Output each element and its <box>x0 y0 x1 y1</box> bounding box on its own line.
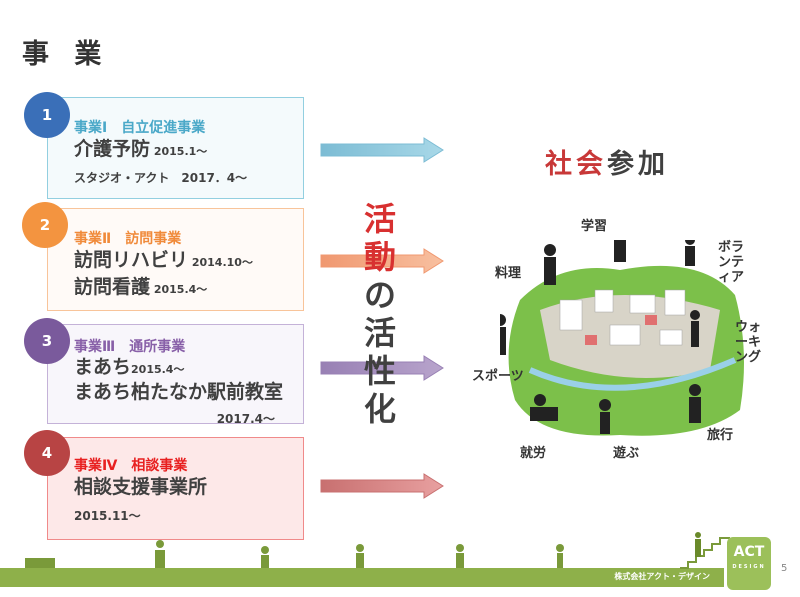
slogan-red: 活動 <box>363 200 396 276</box>
service-line: 相談支援事業所 <box>74 476 208 498</box>
activity-label: スポーツ <box>472 369 524 384</box>
slogan-dark: の活性化 <box>363 276 396 428</box>
activity-label: 学習 <box>581 219 608 234</box>
business-category: 事業Ⅲ 通所事業 <box>74 339 186 355</box>
service-line: スタジオ・アクト 2017．4～ <box>74 171 248 185</box>
city-illustration <box>500 240 744 436</box>
arrow-right-icon <box>320 473 444 499</box>
service-line: 訪問看護 2015.4～ <box>74 276 208 298</box>
service-line: まあち2015.4～ <box>74 356 185 378</box>
service-line: 介護予防 2015.1～ <box>74 138 208 160</box>
arrow-right-icon <box>320 248 444 274</box>
number-badge: 4 <box>24 430 70 476</box>
service-line: 2017.4～ <box>216 412 275 426</box>
activity-label: ウォーキング <box>735 320 762 365</box>
company-name: 株式会社アクト・デザイン <box>614 572 710 581</box>
arrow-right-icon <box>320 137 444 163</box>
footer-people-icons <box>25 540 564 568</box>
arrow-right-icon <box>320 355 444 381</box>
center-slogan: 活動 の活性化 <box>360 200 400 428</box>
business-category: 事業Ⅱ 訪問事業 <box>74 231 182 247</box>
activity-label: ボランティア <box>718 240 745 285</box>
business-card-1: 事業Ⅰ 自立促進事業介護予防 2015.1～ スタジオ・アクト 2017．4～ <box>47 97 304 199</box>
page-title: 事 業 <box>22 39 110 70</box>
social-participation-title: 社会参加 <box>545 149 669 180</box>
page-number: 5 <box>781 563 788 574</box>
business-category: 事業Ⅳ 相談事業 <box>74 458 188 474</box>
people-silhouettes <box>500 240 701 434</box>
footer-ground-bar <box>0 568 724 587</box>
service-line: 2015.11～ <box>74 509 141 523</box>
activity-label: 就労 <box>520 446 547 461</box>
business-card-3: 事業Ⅲ 通所事業まあち2015.4～ まあち柏たなか駅前教室 2017.4～ <box>47 324 304 426</box>
activity-label: 遊ぶ <box>613 446 640 461</box>
business-category: 事業Ⅰ 自立促進事業 <box>74 120 206 136</box>
business-card-4: 事業Ⅳ 相談事業相談支援事業所 2015.11～ <box>47 437 304 540</box>
number-badge: 1 <box>24 92 70 138</box>
number-badge: 2 <box>22 202 68 248</box>
business-card-2: 事業Ⅱ 訪問事業訪問リハビリ 2014.10～ 訪問看護 2015.4～ <box>47 208 304 311</box>
service-line: 訪問リハビリ 2014.10～ <box>74 249 253 271</box>
activity-label: 料理 <box>495 266 522 281</box>
activity-label: 旅行 <box>707 428 734 443</box>
stairs-icon <box>680 532 730 569</box>
service-line: まあち柏たなか駅前教室 <box>74 381 284 403</box>
number-badge: 3 <box>24 318 70 364</box>
